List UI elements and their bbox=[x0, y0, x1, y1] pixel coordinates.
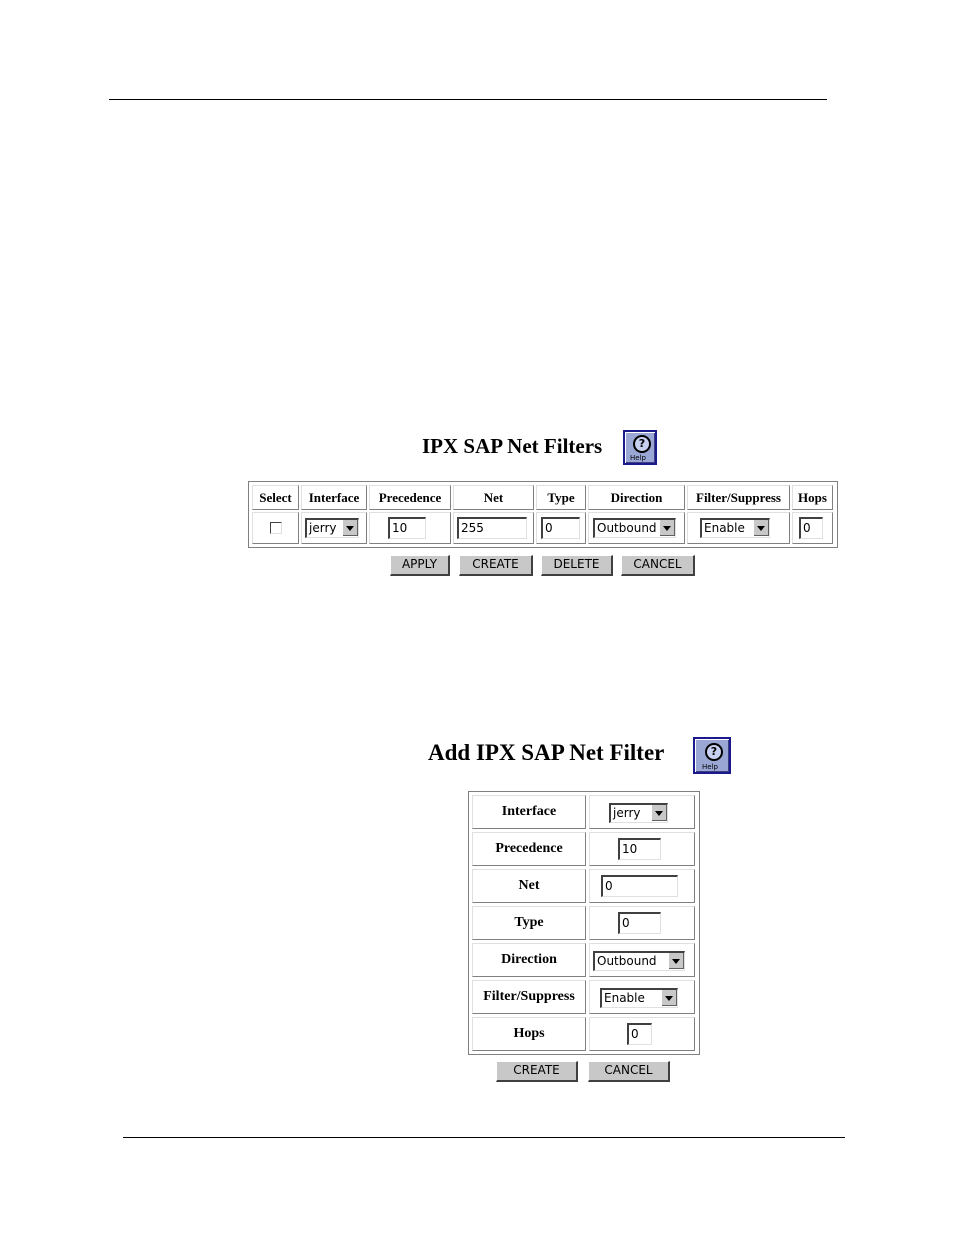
question-icon: ? bbox=[633, 435, 651, 453]
table-row-cell-hops: 0 bbox=[792, 512, 833, 544]
precedence-input[interactable]: 10 bbox=[618, 838, 661, 860]
table-row-cell-select bbox=[252, 512, 299, 544]
net-input[interactable]: 0 bbox=[601, 875, 678, 897]
table-row-cell-type: 0 bbox=[536, 512, 586, 544]
interface-select-value: jerry bbox=[613, 806, 640, 820]
table-row-cell-precedence: 10 bbox=[369, 512, 451, 544]
interface-select[interactable]: jerry bbox=[305, 518, 359, 538]
apply-button[interactable]: APPLY bbox=[390, 555, 450, 576]
net-field-cell: 0 bbox=[589, 869, 695, 903]
col-header-precedence: Precedence bbox=[369, 485, 451, 510]
add-filter-title: Add IPX SAP Net Filter bbox=[428, 740, 664, 766]
create-button[interactable]: CREATE bbox=[496, 1061, 578, 1082]
col-header-hops: Hops bbox=[792, 485, 833, 510]
precedence-field-cell: 10 bbox=[589, 832, 695, 866]
filter-suppress-select[interactable]: Enable bbox=[600, 988, 678, 1008]
cancel-button[interactable]: CANCEL bbox=[621, 555, 695, 576]
net-label: Net bbox=[472, 869, 586, 903]
delete-button[interactable]: DELETE bbox=[541, 555, 613, 576]
help-label: Help bbox=[702, 763, 718, 771]
add-filter-form: Interface jerry Precedence 10 Net 0 Type… bbox=[468, 791, 700, 1055]
filter-suppress-field-cell: Enable bbox=[589, 980, 695, 1014]
filter-suppress-select-value: Enable bbox=[604, 991, 645, 1005]
filter-suppress-select-value: Enable bbox=[704, 521, 745, 535]
bottom-rule bbox=[123, 1137, 845, 1138]
filter-suppress-label: Filter/Suppress bbox=[472, 980, 586, 1014]
direction-select[interactable]: Outbound bbox=[593, 951, 685, 971]
table-row-cell-interface: jerry bbox=[301, 512, 367, 544]
cancel-button[interactable]: CANCEL bbox=[588, 1061, 670, 1082]
direction-label: Direction bbox=[472, 943, 586, 977]
chevron-down-icon bbox=[659, 520, 675, 536]
hops-input[interactable]: 0 bbox=[799, 517, 823, 539]
col-header-interface: Interface bbox=[301, 485, 367, 510]
chevron-down-icon bbox=[342, 520, 358, 536]
col-header-direction: Direction bbox=[588, 485, 685, 510]
chevron-down-icon bbox=[661, 990, 677, 1006]
col-header-filter-suppress: Filter/Suppress bbox=[687, 485, 790, 510]
table-row-cell-filter-suppress: Enable bbox=[687, 512, 790, 544]
table-row-cell-direction: Outbound bbox=[588, 512, 685, 544]
table-row-cell-net: 255 bbox=[453, 512, 534, 544]
filters-table: Select Interface Precedence Net Type Dir… bbox=[248, 481, 838, 548]
filter-suppress-select[interactable]: Enable bbox=[700, 518, 770, 538]
precedence-input[interactable]: 10 bbox=[388, 517, 426, 539]
direction-select-value: Outbound bbox=[597, 954, 657, 968]
type-input[interactable]: 0 bbox=[541, 517, 580, 539]
type-label: Type bbox=[472, 906, 586, 940]
col-header-type: Type bbox=[536, 485, 586, 510]
type-input[interactable]: 0 bbox=[618, 912, 661, 934]
direction-field-cell: Outbound bbox=[589, 943, 695, 977]
chevron-down-icon bbox=[668, 953, 684, 969]
select-checkbox[interactable] bbox=[270, 522, 282, 534]
interface-field-cell: jerry bbox=[589, 795, 695, 829]
interface-select-value: jerry bbox=[309, 521, 336, 535]
help-button[interactable]: ? Help bbox=[693, 737, 731, 774]
chevron-down-icon bbox=[651, 805, 667, 821]
top-rule bbox=[109, 99, 827, 100]
filters-title: IPX SAP Net Filters bbox=[422, 434, 602, 459]
hops-label: Hops bbox=[472, 1017, 586, 1051]
col-header-select: Select bbox=[252, 485, 299, 510]
col-header-net: Net bbox=[453, 485, 534, 510]
question-icon: ? bbox=[705, 743, 723, 761]
interface-select[interactable]: jerry bbox=[609, 803, 668, 823]
type-field-cell: 0 bbox=[589, 906, 695, 940]
hops-field-cell: 0 bbox=[589, 1017, 695, 1051]
hops-input[interactable]: 0 bbox=[627, 1023, 652, 1045]
interface-label: Interface bbox=[472, 795, 586, 829]
create-button[interactable]: CREATE bbox=[459, 555, 533, 576]
help-label: Help bbox=[630, 454, 646, 462]
chevron-down-icon bbox=[753, 520, 769, 536]
direction-select-value: Outbound bbox=[597, 521, 657, 535]
net-input[interactable]: 255 bbox=[457, 517, 527, 539]
help-button[interactable]: ? Help bbox=[623, 430, 657, 465]
direction-select[interactable]: Outbound bbox=[593, 518, 676, 538]
precedence-label: Precedence bbox=[472, 832, 586, 866]
